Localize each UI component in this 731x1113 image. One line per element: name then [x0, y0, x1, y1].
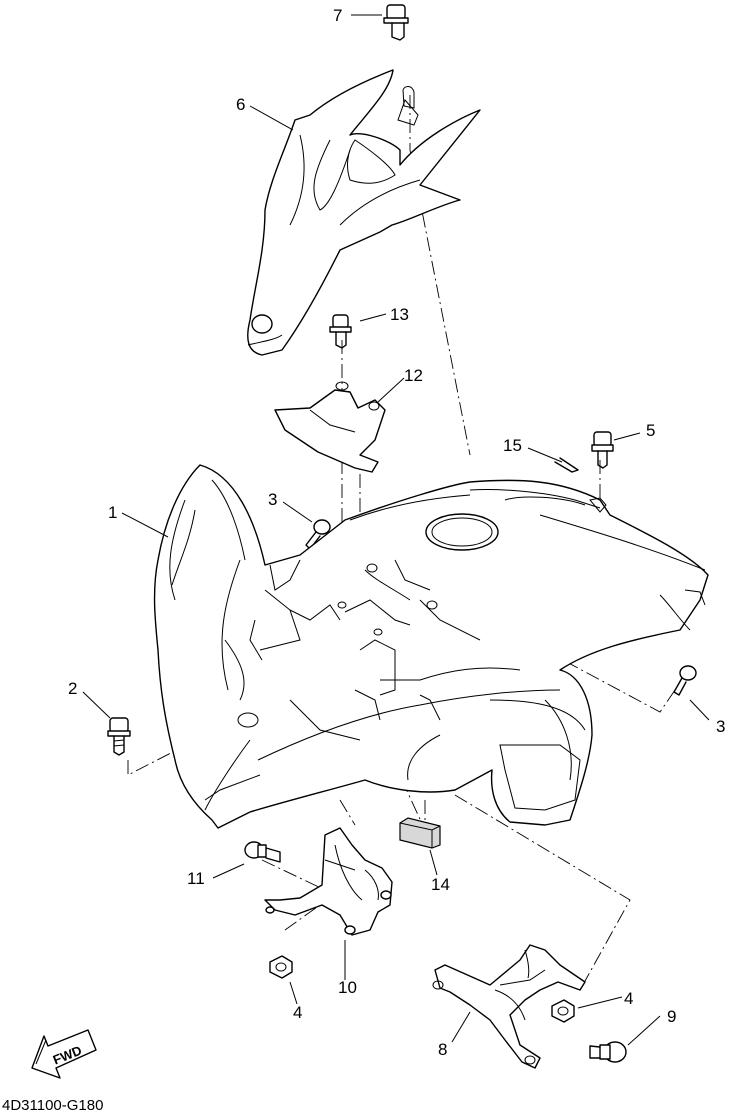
drawing-code: 4D31100-G180	[2, 1097, 103, 1113]
fwd-arrow-icon: FWD	[31, 1029, 97, 1079]
callout-9: 9	[667, 1007, 676, 1026]
bolt-13-icon	[329, 314, 352, 349]
callout-10: 10	[338, 978, 357, 997]
callout-1: 1	[108, 503, 117, 522]
callout-13: 13	[390, 305, 409, 324]
bolt-7-icon	[383, 4, 409, 41]
callout-5: 5	[646, 421, 655, 440]
callout-15: 15	[503, 436, 522, 455]
leader-lines	[82, 14, 710, 1046]
callout-4-right: 4	[624, 989, 633, 1008]
callout-2: 2	[68, 679, 77, 698]
bracket-12	[274, 381, 386, 473]
callout-3-left: 3	[268, 490, 277, 509]
callout-11: 11	[187, 869, 205, 888]
pad-14	[399, 817, 441, 849]
callout-12: 12	[404, 366, 423, 385]
front-fender-main	[153, 464, 709, 829]
callout-14: 14	[431, 875, 450, 894]
callout-labels: 7 6 13 12 5 15 3 1 2 3 11 14 10 4 4 9 8	[68, 6, 725, 1059]
bracket-8	[432, 944, 586, 1069]
part-15-strip	[554, 457, 579, 473]
bolt-3-right-icon	[673, 665, 697, 696]
bolt-11-icon	[244, 841, 281, 863]
callout-4-left: 4	[293, 1003, 302, 1022]
bolt-2-icon	[107, 717, 131, 756]
rivet-5-icon	[591, 431, 614, 469]
callout-6: 6	[236, 95, 245, 114]
callout-7: 7	[333, 6, 342, 25]
callout-8: 8	[438, 1040, 447, 1059]
front-cover-upper	[247, 69, 481, 356]
bolt-9-icon	[589, 1041, 627, 1063]
bracket-10	[264, 827, 393, 936]
nut-4-right-icon	[551, 999, 575, 1023]
nut-4-left-icon	[269, 955, 293, 979]
callout-3-right: 3	[716, 717, 725, 736]
